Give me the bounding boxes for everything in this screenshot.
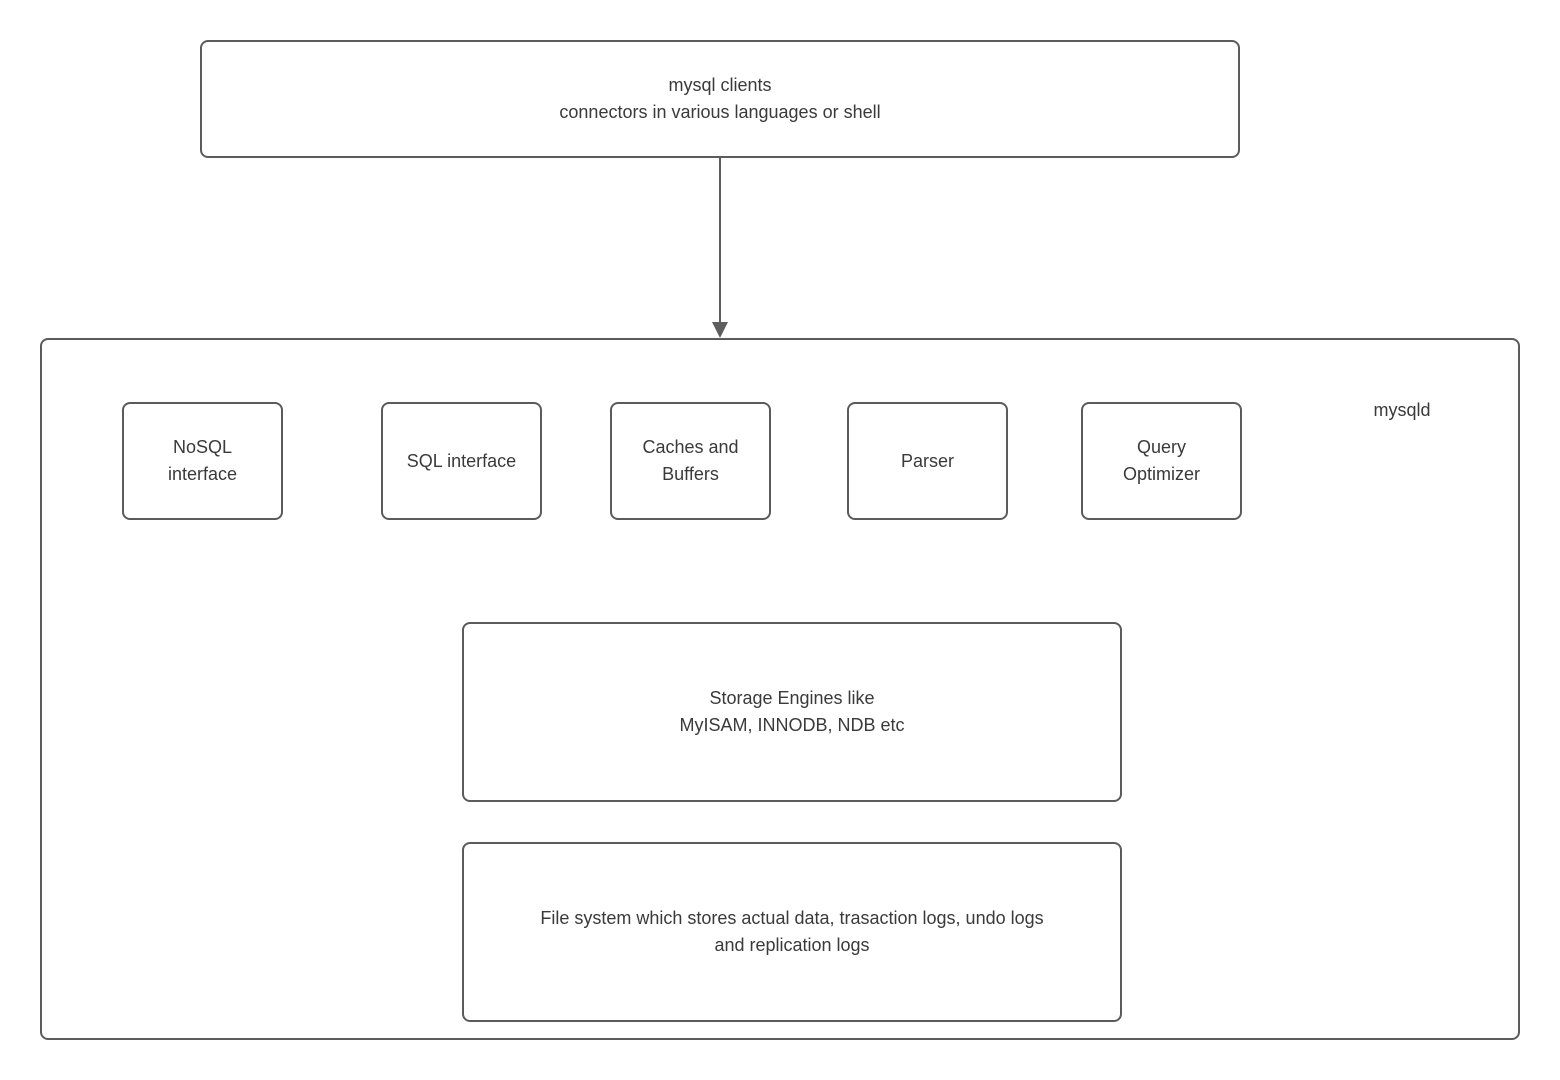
sql-interface-box: SQL interface — [381, 402, 542, 520]
arrow-head-down-icon — [712, 322, 728, 338]
storage-engines-box: Storage Engines like MyISAM, INNODB, NDB… — [462, 622, 1122, 802]
storage-engines-line1: Storage Engines like — [709, 688, 875, 708]
nosql-interface-line2: interface — [167, 464, 238, 484]
sql-interface-line1: SQL interface — [406, 450, 517, 471]
nosql-interface-line1: NoSQL — [172, 437, 233, 457]
nosql-interface-box: NoSQL interface — [122, 402, 283, 520]
query-optimizer-line2: Optimizer — [1122, 464, 1200, 484]
parser-box: Parser — [847, 402, 1008, 520]
mysql-clients-box: mysql clients connectors in various lang… — [200, 40, 1240, 158]
mysql-clients-box-line1: mysql clients — [668, 75, 772, 95]
file-system-line1: File system which stores actual data, tr… — [540, 908, 1044, 928]
mysql-clients-box-line2: connectors in various languages or shell — [559, 102, 881, 122]
caches-buffers-line1: Caches and — [642, 437, 739, 457]
arrow-shaft — [719, 158, 721, 324]
caches-buffers-box: Caches and Buffers — [610, 402, 771, 520]
query-optimizer-box: Query Optimizer — [1081, 402, 1242, 520]
clients-to-mysqld-arrow — [712, 158, 728, 338]
mysqld-label: mysqld — [1373, 400, 1431, 420]
query-optimizer-line1: Query — [1136, 437, 1187, 457]
caches-buffers-line2: Buffers — [662, 464, 719, 484]
file-system-line2: and replication logs — [714, 935, 870, 955]
mysqld-container-box: mysqld NoSQL interface SQL interface Cac… — [40, 338, 1520, 1040]
file-system-box: File system which stores actual data, tr… — [462, 842, 1122, 1022]
parser-line1: Parser — [900, 450, 954, 471]
storage-engines-line2: MyISAM, INNODB, NDB etc — [679, 715, 905, 735]
